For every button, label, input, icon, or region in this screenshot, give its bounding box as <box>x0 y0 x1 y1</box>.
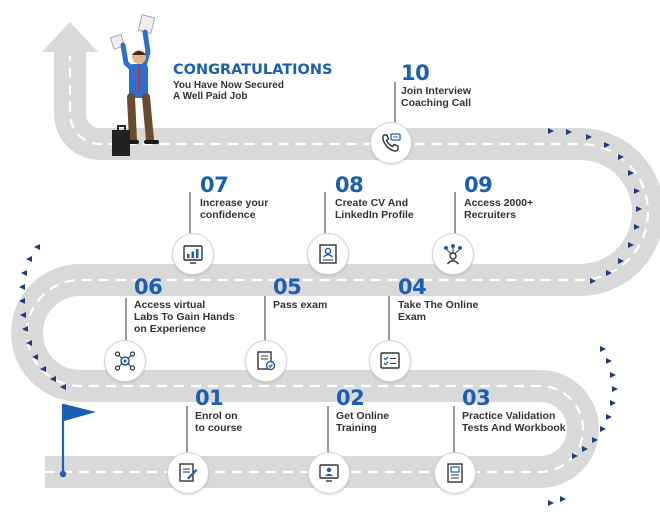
step-01: 01 Enrol on to course <box>195 387 242 434</box>
congratulations-title: CONGRATULATIONS <box>173 62 333 78</box>
certificate-icon <box>245 340 287 382</box>
step-number: 02 <box>336 386 365 410</box>
step-03: 03 Practice Validation Tests And Workboo… <box>462 387 566 434</box>
step-number: 10 <box>401 61 430 85</box>
workbook-icon <box>434 452 476 494</box>
step-04: 04 Take The Online Exam <box>398 276 478 323</box>
cv-profile-icon <box>307 233 349 275</box>
online-training-icon <box>308 452 350 494</box>
step-number: 07 <box>200 173 229 197</box>
step-number: 08 <box>335 173 364 197</box>
step-number: 01 <box>195 386 224 410</box>
step-label: Pass exam <box>273 299 328 311</box>
start-flag-icon <box>59 404 96 478</box>
step-number: 06 <box>134 275 163 299</box>
step-number: 05 <box>273 275 302 299</box>
step-08: 08 Create CV And LinkedIn Profile <box>335 174 414 221</box>
step-label: Get Online Training <box>336 410 390 434</box>
step-02: 02 Get Online Training <box>336 387 389 434</box>
celebrating-graduate-icon <box>109 14 159 156</box>
step-label: Practice Validation Tests And Workbook <box>462 410 566 434</box>
congratulations-subtitle: You Have Now Secured A Well Paid Job <box>173 80 284 102</box>
step-07: 07 Increase your confidence <box>200 174 268 221</box>
step-10: 10 Join Interview Coaching Call <box>401 62 471 109</box>
online-exam-icon <box>369 340 411 382</box>
step-number: 03 <box>462 386 491 410</box>
step-number: 04 <box>398 275 427 299</box>
confidence-icon <box>172 233 214 275</box>
step-label: Join Interview Coaching Call <box>401 85 472 109</box>
step-05: 05 Pass exam <box>273 276 327 311</box>
enrol-form-icon <box>167 452 209 494</box>
step-label: Access 2000+ Recruiters <box>464 197 534 221</box>
step-label: Create CV And LinkedIn Profile <box>335 197 414 221</box>
coaching-call-icon <box>370 122 412 164</box>
step-label: Take The Online Exam <box>398 299 479 323</box>
road-arrow-head <box>42 22 98 52</box>
virtual-labs-icon <box>104 340 146 382</box>
step-label: Access virtual Labs To Gain Hands on Exp… <box>134 299 235 335</box>
step-06: 06 Access virtual Labs To Gain Hands on … <box>134 276 235 335</box>
step-09: 09 Access 2000+ Recruiters <box>464 174 533 221</box>
step-label: Increase your confidence <box>200 197 269 221</box>
step-label: Enrol on to course <box>195 410 243 434</box>
step-number: 09 <box>464 173 493 197</box>
recruiters-icon <box>432 233 474 275</box>
